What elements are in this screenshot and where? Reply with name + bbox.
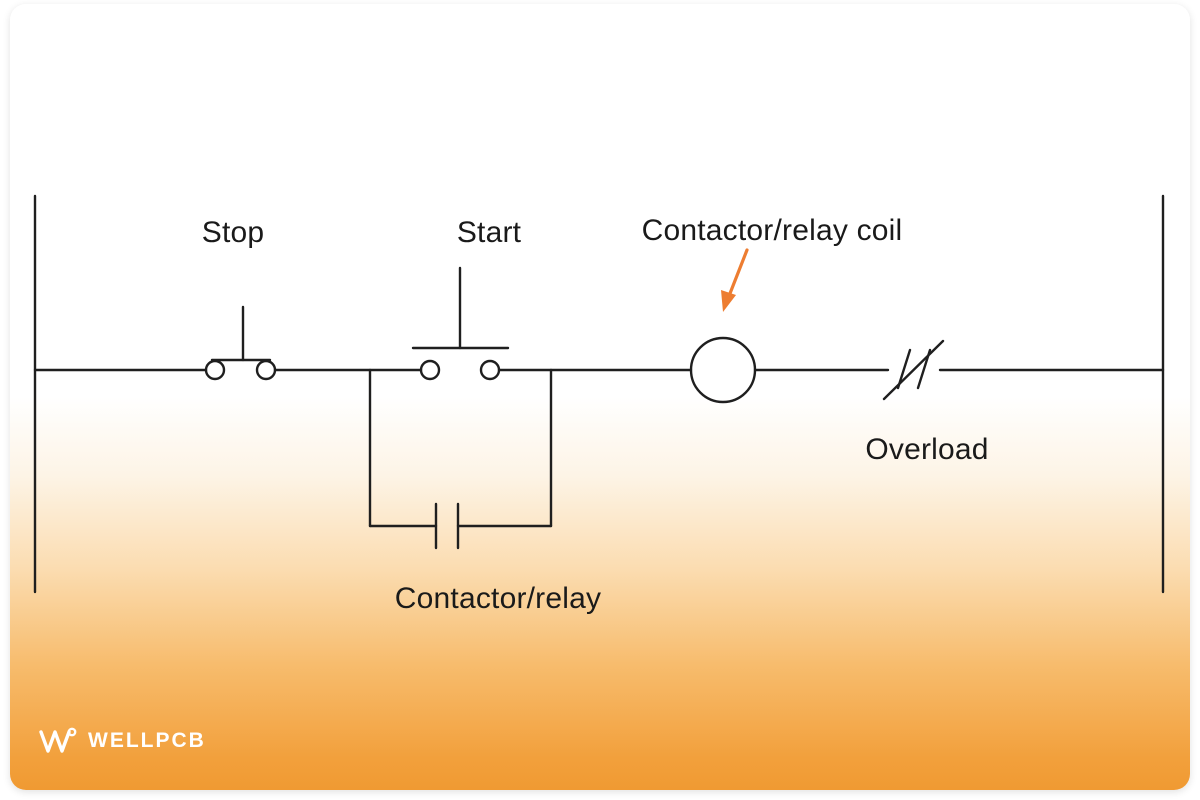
circuit-linework bbox=[33, 194, 1165, 594]
wellpcb-logo-text: WELLPCB bbox=[88, 729, 206, 752]
stop-label: Stop bbox=[201, 216, 265, 249]
arrow-shaft bbox=[727, 248, 749, 298]
holding-contact-label: Contactor/relay bbox=[394, 582, 602, 615]
ladder-diagram-svg bbox=[33, 194, 1165, 594]
holding-contact-branch bbox=[368, 368, 553, 550]
brand-logo: WELLPCB bbox=[38, 726, 206, 756]
wellpcb-logo-icon bbox=[39, 727, 77, 753]
overload-contact bbox=[882, 339, 945, 401]
diagram-card: Stop Start Contactor/relay coil Overload… bbox=[10, 4, 1190, 790]
start-label: Start bbox=[456, 216, 522, 249]
stop-contact bbox=[204, 305, 277, 381]
coil-circle bbox=[689, 336, 757, 404]
coil-annotation-arrow bbox=[721, 248, 749, 312]
overload-label: Overload bbox=[865, 433, 989, 466]
start-contact bbox=[411, 266, 510, 381]
arrow-head bbox=[721, 290, 736, 312]
coil-label: Contactor/relay coil bbox=[641, 214, 903, 247]
